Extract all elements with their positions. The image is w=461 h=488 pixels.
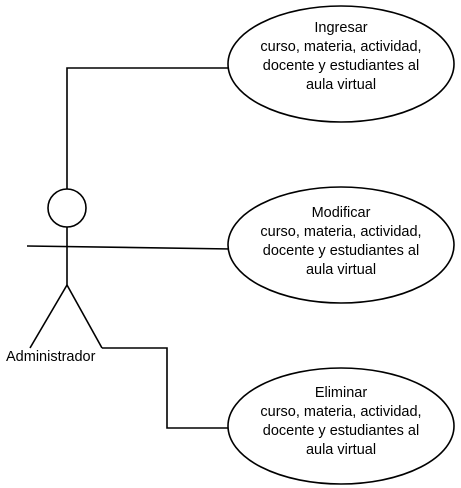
use-case-ingresar: Ingresar curso, materia, actividad, doce… (229, 19, 453, 95)
actor-left-leg (29, 284, 68, 349)
use-case-eliminar-ellipse (227, 367, 455, 485)
actor-label: Administrador (6, 349, 96, 365)
use-case-modificar: Modificar curso, materia, actividad, doc… (229, 204, 453, 280)
use-case-eliminar: Eliminar curso, materia, actividad, doce… (229, 384, 453, 460)
use-case-line: docente y estudiantes al (262, 243, 420, 259)
use-case-line: aula virtual (305, 77, 377, 93)
use-case-line: curso, materia, actividad, (260, 404, 422, 420)
use-case-line: curso, materia, actividad, (260, 39, 422, 55)
actor-figure (29, 188, 103, 349)
use-case-line: curso, materia, actividad, (260, 224, 422, 240)
use-case-line: docente y estudiantes al (262, 58, 420, 74)
use-case-title: Modificar (311, 205, 371, 221)
use-case-line: aula virtual (305, 262, 377, 278)
use-case-line: aula virtual (305, 442, 377, 458)
connector-modificar (26, 245, 233, 250)
actor-right-leg (66, 284, 103, 349)
use-case-modificar-ellipse (227, 186, 455, 304)
use-case-title: Ingresar (314, 20, 368, 36)
use-case-title: Eliminar (314, 385, 368, 401)
connector-eliminar (102, 347, 232, 429)
use-case-ingresar-ellipse (227, 5, 455, 123)
actor-head (47, 188, 87, 228)
connector-ingresar (66, 67, 232, 189)
use-case-line: docente y estudiantes al (262, 423, 420, 439)
